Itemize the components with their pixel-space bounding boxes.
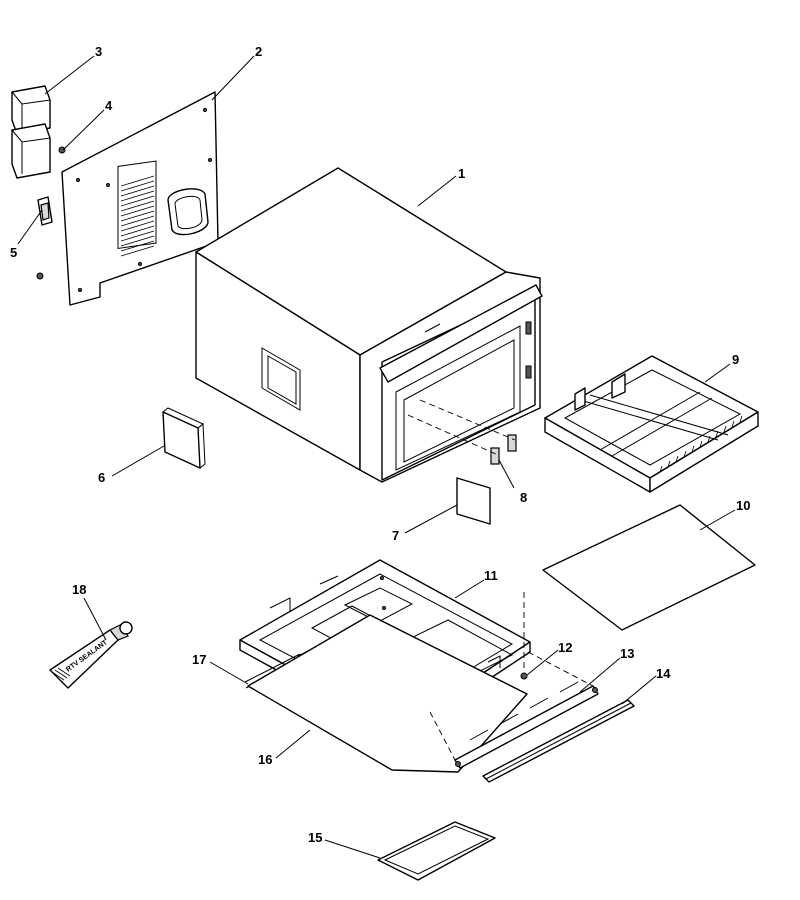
part-tray: [544, 355, 759, 493]
callout-15: 15: [308, 830, 322, 845]
part-clip: [37, 196, 53, 226]
part-rail: [429, 651, 599, 769]
part-bottom-tray: [377, 821, 496, 881]
callout-10: 10: [736, 498, 750, 513]
part-cabinet: [195, 167, 543, 483]
callout-12: 12: [558, 640, 572, 655]
part-pad: [456, 477, 491, 525]
part-screw: [36, 146, 66, 280]
callout-14: 14: [656, 666, 671, 681]
part-sheet: [542, 504, 756, 631]
callout-6: 6: [98, 470, 105, 485]
callout-11: 11: [484, 568, 498, 583]
part-rear-panel: [61, 91, 219, 306]
callout-16: 16: [258, 752, 272, 767]
callouts: 1 2 3 4 5 6 7 8 9 10 11 12 13 14 15 16 1…: [10, 44, 750, 845]
callout-8: 8: [520, 490, 527, 505]
callout-9: 9: [732, 352, 739, 367]
callout-17: 17: [192, 652, 206, 667]
callout-18: 18: [72, 582, 86, 597]
callout-5: 5: [10, 245, 17, 260]
part-sealant-tube: RTV SEALANT: [49, 621, 133, 689]
part-cover-plate: [162, 407, 206, 469]
part-strip: [482, 699, 635, 783]
callout-13: 13: [620, 646, 634, 661]
callout-3: 3: [95, 44, 102, 59]
callout-7: 7: [392, 528, 399, 543]
part-brackets: [11, 85, 51, 179]
callout-1: 1: [458, 166, 465, 181]
part-bottom-plate: [247, 614, 528, 773]
callout-4: 4: [105, 98, 113, 113]
callout-2: 2: [255, 44, 262, 59]
leader-lines: [17, 55, 736, 859]
part-frame-screw: [520, 592, 528, 680]
part-blocks: [407, 399, 517, 465]
